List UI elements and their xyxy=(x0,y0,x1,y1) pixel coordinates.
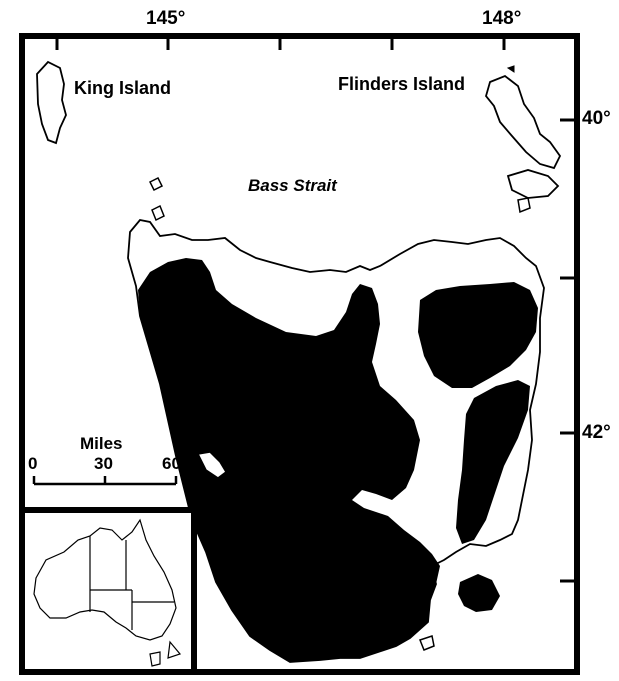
shaded-region-peninsula xyxy=(458,574,500,612)
shaded-region-east xyxy=(456,380,530,544)
tasmania-inset xyxy=(149,651,161,667)
inset-callout xyxy=(167,640,182,659)
scale-bar xyxy=(32,476,178,486)
scale-tick-60: 60 xyxy=(162,454,181,473)
shaded-region-west xyxy=(138,258,440,662)
king-island-label: King Island xyxy=(74,78,172,98)
small-island-outline xyxy=(151,204,165,222)
map-frame xyxy=(19,33,580,675)
scale-tick-0: 0 xyxy=(28,454,38,473)
king-island-outline xyxy=(36,60,67,145)
small-island-outline xyxy=(148,176,164,192)
latitude-label-42: 42° xyxy=(582,422,611,443)
scale-tick-30: 30 xyxy=(94,454,113,473)
latitude-ticks xyxy=(560,118,577,583)
longitude-ticks xyxy=(55,36,506,50)
latitude-label-40: 40° xyxy=(582,108,611,129)
australia-outline xyxy=(33,518,177,641)
australia-inset xyxy=(33,518,182,667)
shaded-region-northeast xyxy=(418,282,538,388)
cape-barren-island-outline xyxy=(506,169,560,199)
longitude-label-145: 145° xyxy=(146,8,186,29)
small-island-outline xyxy=(506,65,515,73)
flinders-island-outline xyxy=(485,74,562,170)
small-island-outline xyxy=(419,635,435,651)
bass-strait-label: Bass Strait xyxy=(248,176,337,195)
scale-title: Miles xyxy=(80,434,123,453)
flinders-island-label: Flinders Island xyxy=(338,74,466,94)
longitude-label-148: 148° xyxy=(482,8,522,29)
small-island-outline xyxy=(517,197,531,214)
inset-frame xyxy=(19,507,197,675)
small-island-outline xyxy=(196,451,227,479)
